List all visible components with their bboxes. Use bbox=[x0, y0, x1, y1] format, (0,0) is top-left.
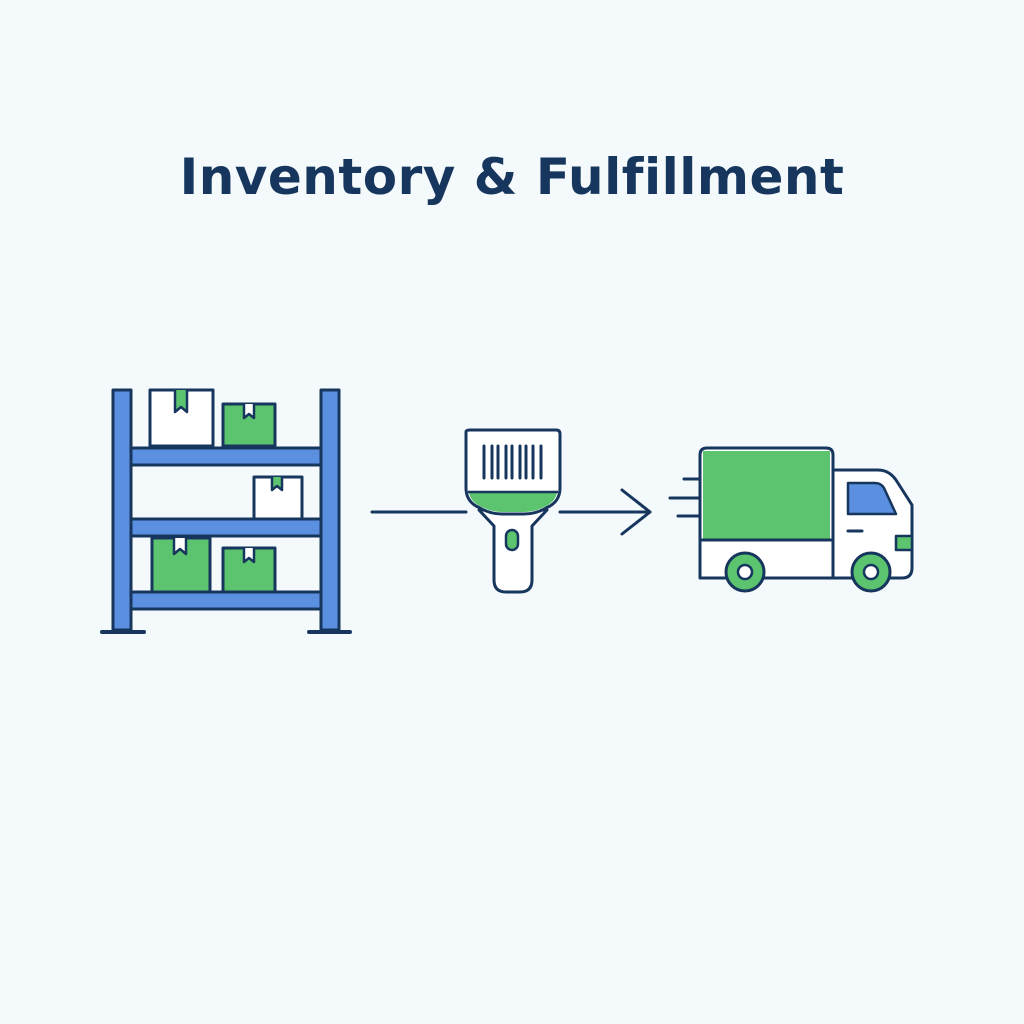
shelf-box bbox=[150, 536, 212, 594]
diagram-title: Inventory & Fulfillment bbox=[179, 148, 845, 206]
shelf-box bbox=[221, 402, 277, 448]
truck-window bbox=[846, 481, 898, 516]
scanner-trigger bbox=[504, 528, 520, 552]
arrow-head-icon bbox=[620, 488, 652, 536]
warehouse-shelf-icon bbox=[100, 388, 352, 634]
barcode-lines bbox=[482, 444, 543, 480]
barcode-scanner-icon bbox=[464, 428, 562, 594]
shelf-board bbox=[128, 446, 324, 467]
shelf-box bbox=[148, 388, 215, 448]
delivery-truck-icon bbox=[668, 446, 914, 593]
shelf-board bbox=[128, 590, 324, 611]
truck-headlight bbox=[894, 534, 914, 552]
shelf-upright bbox=[319, 388, 341, 632]
shelf-upright bbox=[111, 388, 133, 632]
flow-arrow bbox=[370, 488, 652, 536]
shelf-box bbox=[252, 475, 304, 521]
scanner-window bbox=[469, 492, 557, 512]
shelf-box bbox=[221, 546, 277, 594]
shelf-board bbox=[128, 517, 324, 538]
